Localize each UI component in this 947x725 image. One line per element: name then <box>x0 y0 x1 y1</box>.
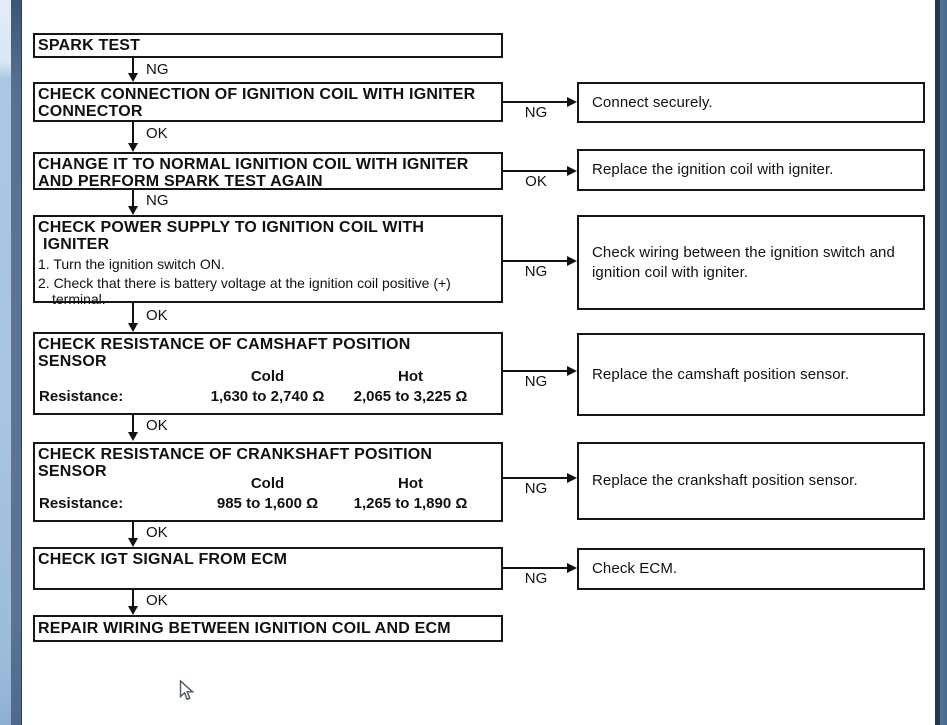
arrow-down-line <box>132 122 134 144</box>
branch-line <box>503 370 568 372</box>
arrow-down-line <box>132 415 134 433</box>
hot-value: 1,265 to 1,890 Ω <box>353 495 468 512</box>
instruction-item-continuation: terminal. <box>52 291 106 307</box>
step-title-line: SENSOR <box>38 353 107 370</box>
arrow-down-head <box>128 206 138 215</box>
step-title-line: SENSOR <box>38 463 107 480</box>
flow-step-crankshaft-resistance: CHECK RESISTANCE OF CRANKSHAFT POSITION … <box>33 442 503 522</box>
resistance-label: Resistance: <box>39 495 124 512</box>
hot-header: Hot <box>398 368 423 385</box>
arrow-down-line <box>132 190 134 207</box>
step-title-line: CHECK RESISTANCE OF CRANKSHAFT POSITION <box>38 446 433 463</box>
action-box-replace-coil: Replace the ignition coil with igniter. <box>577 149 925 191</box>
flow-step-repair-wiring: REPAIR WIRING BETWEEN IGNITION COIL AND … <box>33 615 503 642</box>
arrow-down-head <box>128 143 138 152</box>
edge-label-ok: OK <box>146 592 168 609</box>
resistance-label: Resistance: <box>39 388 124 405</box>
action-box-check-wiring: Check wiring between the ignition switch… <box>577 215 925 310</box>
flow-step-check-power-supply: CHECK POWER SUPPLY TO IGNITION COIL WITH… <box>33 215 503 307</box>
window-left-border-light <box>0 0 11 725</box>
edge-label-ng: NG <box>146 61 169 78</box>
branch-arrow-head <box>567 473 577 483</box>
branch-line <box>503 260 568 262</box>
flow-step-spark-test: SPARK TEST <box>33 33 503 58</box>
cold-value: 1,630 to 2,740 Ω <box>210 388 325 405</box>
cold-value: 985 to 1,600 Ω <box>216 495 319 512</box>
edge-label-ok: OK <box>146 307 168 324</box>
action-box-connect-securely: Connect securely. <box>577 82 925 123</box>
branch-line <box>503 101 568 103</box>
step-title-line: CHECK CONNECTION OF IGNITION COIL WITH I… <box>38 86 476 103</box>
step-title: SPARK TEST <box>38 37 141 54</box>
step-title-line: CHECK POWER SUPPLY TO IGNITION COIL WITH <box>38 219 425 236</box>
branch-label-ng: NG <box>524 373 548 390</box>
arrow-down-line <box>132 58 134 74</box>
cold-header: Cold <box>250 475 285 492</box>
edge-label-ok: OK <box>146 125 168 142</box>
branch-label-ok: OK <box>525 173 547 190</box>
flow-step-camshaft-resistance: CHECK RESISTANCE OF CAMSHAFT POSITION SE… <box>33 332 503 415</box>
instruction-item: 1. Turn the ignition switch ON. <box>38 256 225 272</box>
action-text: Connect securely. <box>592 93 713 111</box>
flow-step-change-normal-coil: CHANGE IT TO NORMAL IGNITION COIL WITH I… <box>33 152 503 190</box>
action-box-replace-crankshaft-sensor: Replace the crankshaft position sensor. <box>577 442 925 520</box>
instruction-item: 2. Check that there is battery voltage a… <box>38 275 451 291</box>
edge-label-ok: OK <box>146 524 168 541</box>
step-title-line: CONNECTOR <box>38 103 143 120</box>
branch-line <box>503 567 568 569</box>
branch-arrow-head <box>567 563 577 573</box>
action-text: Check ECM. <box>592 560 678 577</box>
arrow-down-head <box>128 323 138 332</box>
action-box-replace-camshaft-sensor: Replace the camshaft position sensor. <box>577 333 925 416</box>
flow-step-check-connection: CHECK CONNECTION OF IGNITION COIL WITH I… <box>33 82 503 122</box>
arrow-down-line <box>132 522 134 539</box>
arrow-down-line <box>132 590 134 607</box>
action-text: Replace the crankshaft position sensor. <box>592 472 858 489</box>
branch-arrow-head <box>567 97 577 107</box>
action-text: Replace the camshaft position sensor. <box>592 365 850 383</box>
branch-label-ng: NG <box>524 570 548 587</box>
branch-line <box>503 477 568 479</box>
branch-arrow-head <box>567 256 577 266</box>
hot-value: 2,065 to 3,225 Ω <box>353 388 468 405</box>
hot-header: Hot <box>398 475 423 492</box>
arrow-down-head <box>128 538 138 547</box>
flow-step-check-igt-signal: CHECK IGT SIGNAL FROM ECM <box>33 547 503 590</box>
action-text: Check wiring between the ignition switch… <box>592 243 895 281</box>
branch-label-ng: NG <box>524 263 548 280</box>
cold-header: Cold <box>250 368 285 385</box>
step-title-line: CHECK RESISTANCE OF CAMSHAFT POSITION <box>38 336 411 353</box>
step-title-line: CHANGE IT TO NORMAL IGNITION COIL WITH I… <box>38 156 469 173</box>
step-title-line: AND PERFORM SPARK TEST AGAIN <box>38 173 323 190</box>
branch-line <box>503 170 568 172</box>
step-title-line: IGNITER <box>43 236 110 253</box>
window-right-border <box>940 0 947 725</box>
window-left-border-dark <box>11 0 22 725</box>
mouse-cursor-icon <box>179 679 196 708</box>
arrow-down-head <box>128 73 138 82</box>
step-title: CHECK IGT SIGNAL FROM ECM <box>38 551 288 568</box>
arrow-down-line <box>132 303 134 324</box>
action-text: Replace the ignition coil with igniter. <box>592 161 834 178</box>
arrow-down-head <box>128 432 138 441</box>
edge-label-ok: OK <box>146 417 168 434</box>
branch-arrow-head <box>567 166 577 176</box>
arrow-down-head <box>128 606 138 615</box>
branch-label-ng: NG <box>524 480 548 497</box>
window-right-border-line <box>935 0 940 725</box>
edge-label-ng: NG <box>146 192 169 209</box>
action-box-check-ecm: Check ECM. <box>577 548 925 590</box>
branch-label-ng: NG <box>524 104 548 121</box>
step-instructions: 1. Turn the ignition switch ON. 2. Check… <box>38 257 498 307</box>
branch-arrow-head <box>567 366 577 376</box>
step-title: REPAIR WIRING BETWEEN IGNITION COIL AND … <box>38 620 451 637</box>
